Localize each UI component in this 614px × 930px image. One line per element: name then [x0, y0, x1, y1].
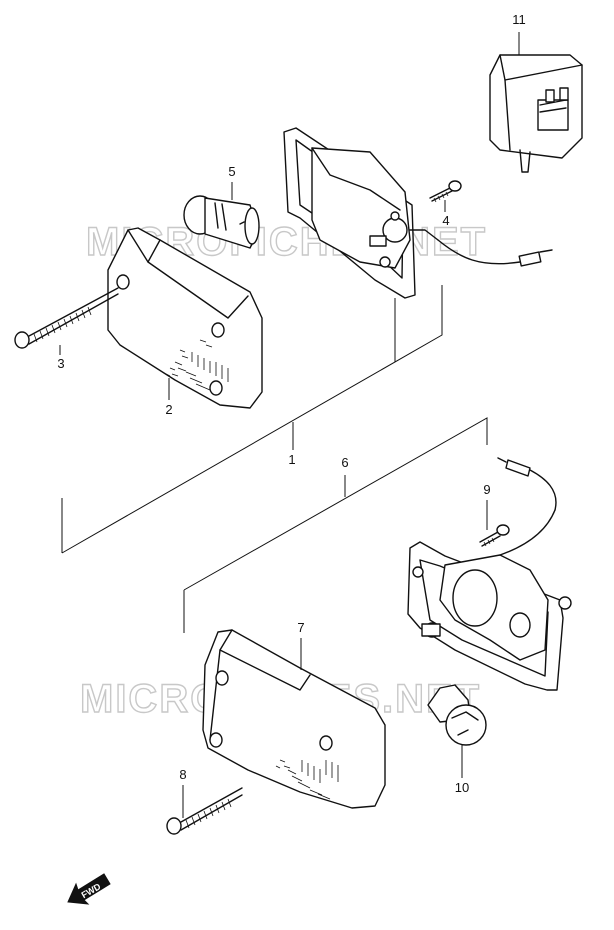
- lens-upper[interactable]: [107, 227, 263, 409]
- callout-8: 8: [179, 767, 186, 782]
- bulb-lower[interactable]: [427, 684, 487, 746]
- callout-7: 7: [297, 620, 304, 635]
- callout-9: 9: [483, 482, 490, 497]
- callout-2: 2: [165, 402, 172, 417]
- bulb-upper[interactable]: [183, 195, 260, 249]
- callout-3: 3: [57, 356, 64, 371]
- assembly-bracket-6: [183, 417, 488, 633]
- fwd-arrow-icon: FWD: [67, 873, 111, 905]
- screw-4[interactable]: [429, 180, 462, 203]
- screw-3[interactable]: [14, 287, 119, 349]
- front-housing-upper[interactable]: [283, 127, 553, 299]
- assembly-bracket-1: [61, 285, 443, 554]
- relay-unit[interactable]: [489, 54, 583, 173]
- callout-leaders: [59, 32, 520, 818]
- callout-1: 1: [288, 452, 295, 467]
- lens-lower[interactable]: [202, 629, 386, 809]
- front-housing-lower[interactable]: [407, 457, 572, 691]
- screw-9[interactable]: [479, 524, 510, 547]
- callout-10: 10: [455, 780, 469, 795]
- callout-4: 4: [442, 213, 449, 228]
- callout-6: 6: [341, 455, 348, 470]
- callout-5: 5: [228, 164, 235, 179]
- screw-8[interactable]: [166, 787, 243, 835]
- callout-11: 11: [512, 12, 526, 27]
